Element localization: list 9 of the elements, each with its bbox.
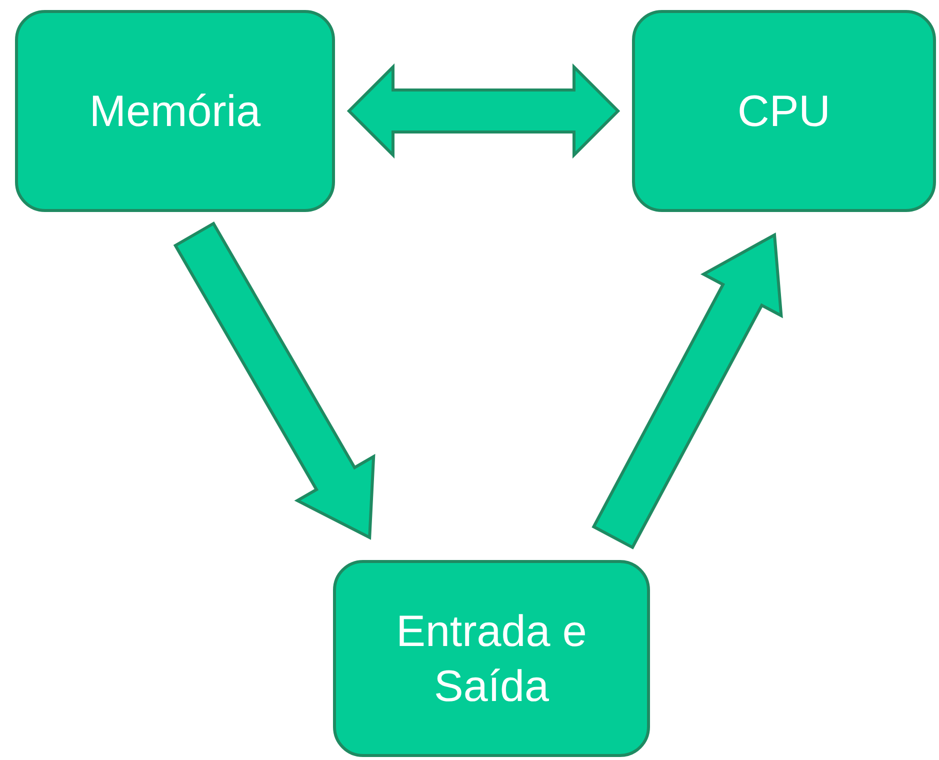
process-box xyxy=(15,10,335,212)
box-label: Memória xyxy=(89,86,261,138)
block-arrow xyxy=(592,232,783,550)
process-box xyxy=(632,10,936,212)
box-label: Entrada e Saída xyxy=(395,606,588,712)
block-arrow xyxy=(346,63,620,159)
block-arrow xyxy=(173,221,376,540)
box-label: CPU xyxy=(738,86,830,138)
process-box xyxy=(333,560,650,757)
